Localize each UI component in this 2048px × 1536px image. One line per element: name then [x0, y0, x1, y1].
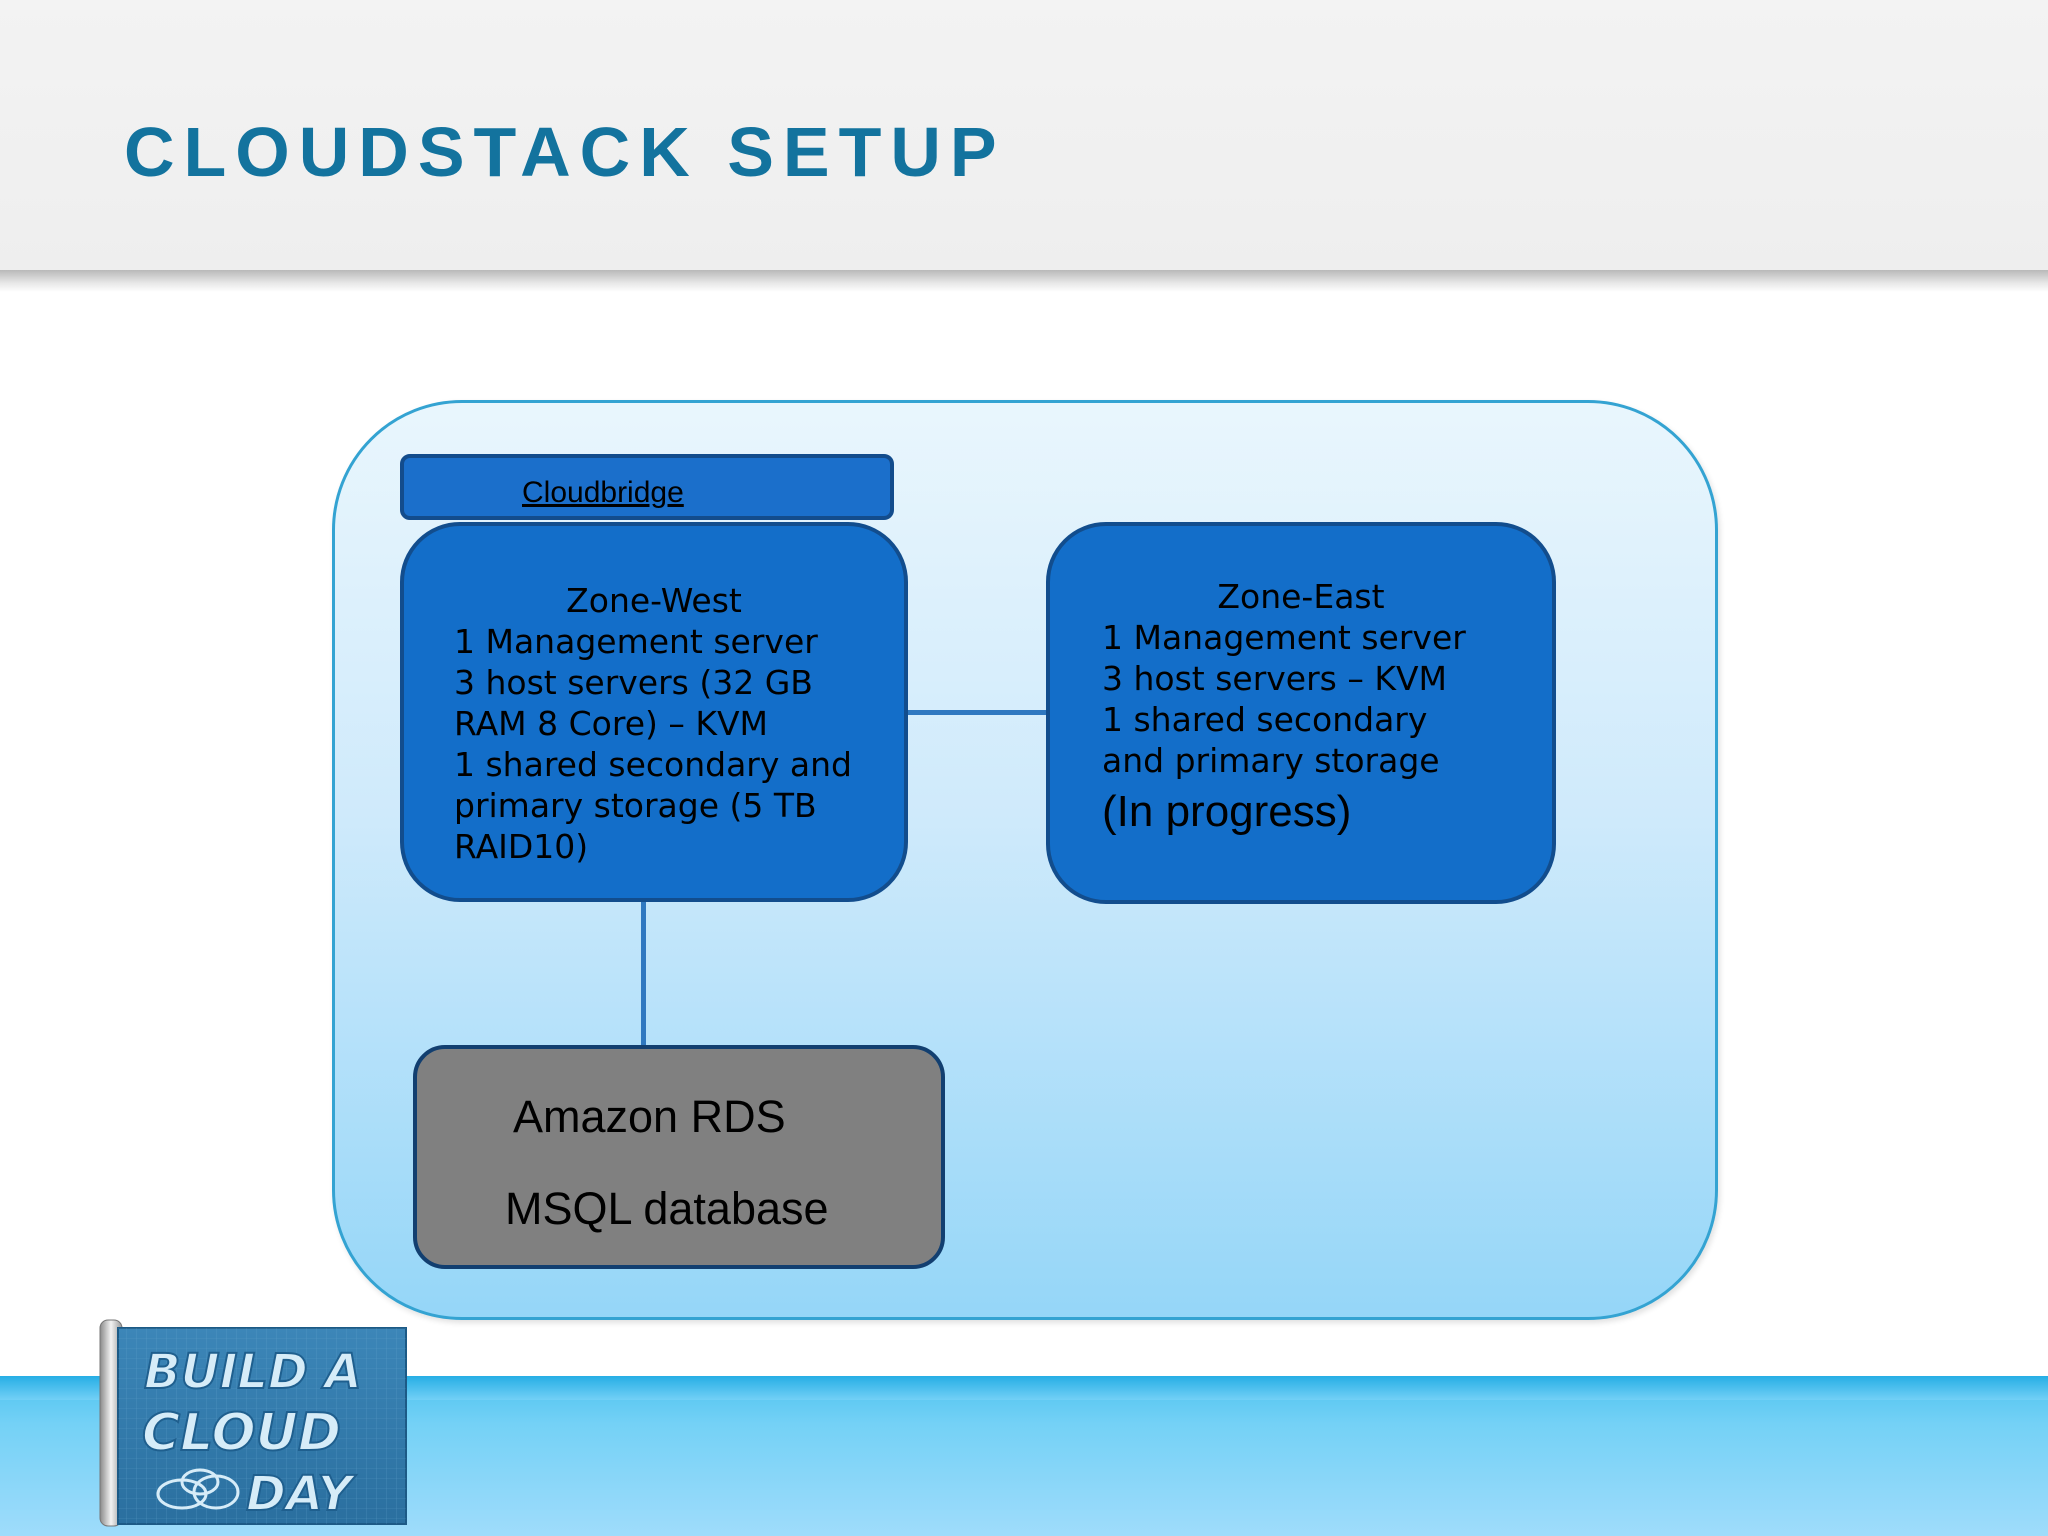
cloud-icon: [156, 1468, 240, 1510]
build-a-cloud-day-logo: BUILD A CLOUD DAY: [99, 1319, 407, 1527]
database-connector-line: [641, 900, 646, 1048]
zone-east-line: 1 Management server: [1102, 618, 1466, 657]
logo-text: BUILD A: [144, 1344, 362, 1400]
zone-east-box: Zone-East 1 Management server 3 host ser…: [1046, 522, 1556, 904]
database-title: Amazon RDS: [513, 1091, 786, 1142]
cloudbridge-box: Cloudbridge: [400, 454, 894, 520]
zone-east-title: Zone-East: [1217, 577, 1385, 616]
header-divider: [0, 270, 2048, 292]
database-box: Amazon RDS MSQL database: [413, 1045, 945, 1269]
zone-west-line: 3 host servers (32 GB RAM 8 Core) – KVM: [454, 663, 813, 743]
zone-east-line: 3 host servers – KVM: [1102, 659, 1448, 698]
zone-east-status: (In progress): [1102, 787, 1352, 836]
header-band: [0, 0, 2048, 282]
database-subtitle: MSQL database: [505, 1183, 829, 1234]
zone-west-title: Zone-West: [566, 581, 742, 620]
zone-east-line: and primary storage: [1102, 741, 1440, 780]
logo-text: CLOUD: [142, 1403, 341, 1463]
slide-title: CLOUDSTACK SETUP: [124, 113, 1006, 191]
zone-east-line: 1 shared secondary: [1102, 700, 1428, 739]
logo-text: DAY: [246, 1466, 356, 1522]
zone-west-line: 1 Management server: [454, 622, 818, 661]
zone-west-box: Zone-West 1 Management server 3 host ser…: [400, 522, 908, 902]
cloudbridge-link[interactable]: Cloudbridge: [522, 476, 684, 509]
zone-west-line: 1 shared secondary and primary storage (…: [454, 745, 852, 866]
zone-connector-line: [906, 710, 1050, 715]
